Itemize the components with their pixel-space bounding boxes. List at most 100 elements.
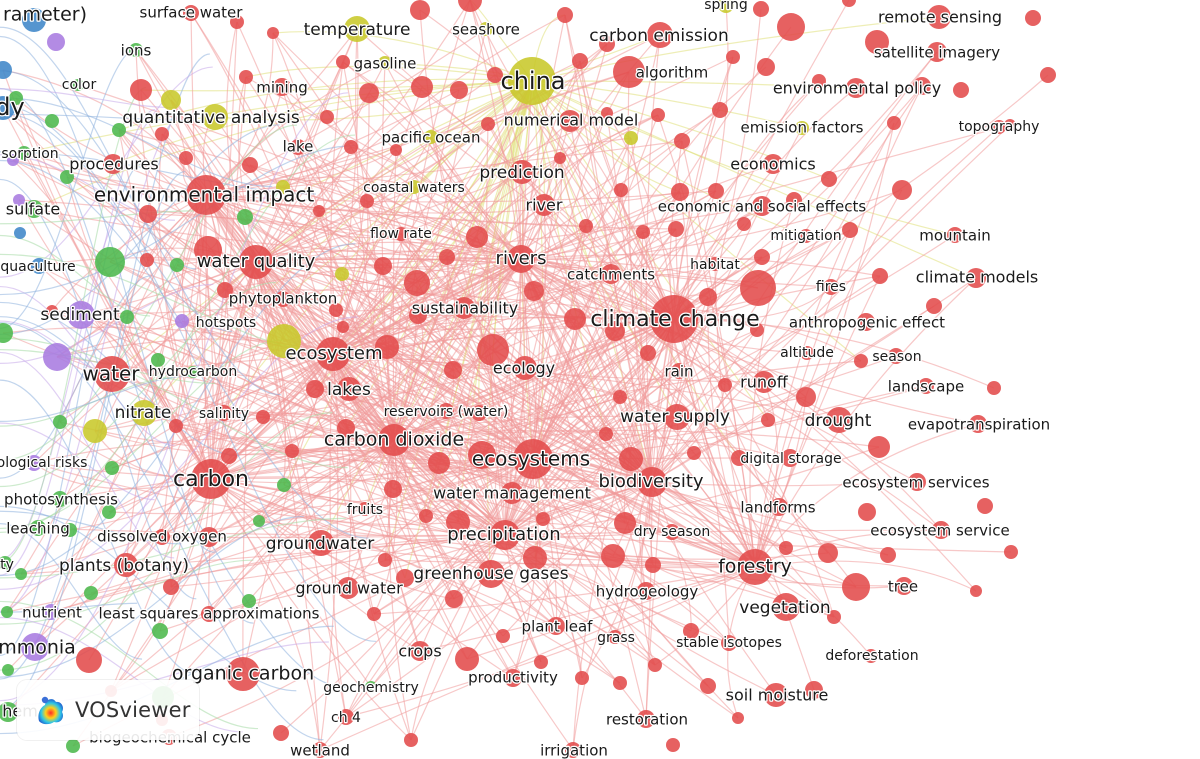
keyword-label[interactable]: coastal waters <box>362 179 466 198</box>
node-deforestation[interactable] <box>864 649 878 663</box>
node-hotspots[interactable] <box>175 314 189 328</box>
node[interactable] <box>674 133 690 149</box>
node[interactable] <box>419 509 433 523</box>
keyword-label[interactable]: landforms <box>739 497 817 518</box>
keyword-label[interactable]: grass <box>596 629 636 648</box>
node-prediction[interactable] <box>510 160 534 184</box>
node[interactable] <box>404 733 418 747</box>
node[interactable] <box>700 678 716 694</box>
node[interactable] <box>732 712 744 724</box>
keyword-label[interactable]: sorption <box>0 145 60 164</box>
node[interactable] <box>450 81 468 99</box>
node-china[interactable] <box>508 57 556 105</box>
node[interactable] <box>712 102 728 118</box>
node[interactable] <box>46 305 58 317</box>
node-nitrate[interactable] <box>131 400 157 426</box>
keyword-label[interactable]: crops <box>397 640 443 662</box>
keyword-label[interactable]: mining <box>255 77 309 98</box>
node-hydrogeology[interactable] <box>637 582 655 600</box>
node-runoff[interactable] <box>753 371 775 393</box>
node-plants-botany[interactable] <box>114 553 138 577</box>
keyword-label[interactable]: photosynthesis <box>3 489 120 510</box>
node-sorption[interactable] <box>17 146 31 160</box>
node[interactable] <box>445 590 463 608</box>
node[interactable] <box>242 157 258 173</box>
node[interactable] <box>477 334 509 366</box>
node-ground-water[interactable] <box>337 577 359 599</box>
node-ecosystems[interactable] <box>513 439 553 479</box>
keyword-label[interactable]: hotspots <box>195 314 258 333</box>
keyword-label[interactable]: carbon <box>172 466 251 494</box>
keyword-label[interactable]: dissolved oxygen <box>96 526 228 547</box>
node[interactable] <box>818 543 838 563</box>
node-surface-water[interactable] <box>183 5 199 21</box>
node[interactable] <box>344 140 358 154</box>
node-phytoplankton[interactable] <box>275 291 291 307</box>
keyword-label[interactable]: biodiversity <box>597 470 705 494</box>
node[interactable] <box>987 381 1001 395</box>
keyword-label[interactable]: flow rate <box>369 225 433 244</box>
node[interactable] <box>105 461 119 475</box>
keyword-label[interactable]: fires <box>815 278 848 297</box>
keyword-label[interactable]: algorithm <box>635 62 710 83</box>
node[interactable] <box>496 629 510 643</box>
keyword-label[interactable]: catchments <box>566 264 657 285</box>
node[interactable] <box>534 655 548 669</box>
node[interactable] <box>378 553 392 567</box>
node-ch-4[interactable] <box>338 709 354 725</box>
keyword-label[interactable]: water quality <box>195 250 316 274</box>
keyword-label[interactable]: landscape <box>887 376 966 397</box>
node-hydrocarbon[interactable] <box>187 366 199 378</box>
node[interactable] <box>481 117 495 131</box>
keyword-label[interactable]: salinity <box>198 405 251 424</box>
node[interactable] <box>557 7 573 23</box>
keyword-label[interactable]: surface water <box>138 2 244 23</box>
keyword-label[interactable]: quaculture <box>0 258 77 277</box>
keyword-label[interactable]: fruits <box>346 501 385 520</box>
node[interactable] <box>313 205 325 217</box>
node[interactable] <box>599 427 613 441</box>
node-fires[interactable] <box>823 279 839 295</box>
node-restoration[interactable] <box>637 710 655 728</box>
node-lakes[interactable] <box>337 377 361 401</box>
node[interactable] <box>409 306 427 324</box>
node[interactable] <box>757 58 775 76</box>
node-ecosystem-service[interactable] <box>932 521 950 539</box>
node[interactable] <box>277 478 291 492</box>
node[interactable] <box>199 527 219 547</box>
node[interactable] <box>151 353 165 367</box>
keyword-label[interactable]: remote sensing <box>877 6 1004 28</box>
node[interactable] <box>827 610 841 624</box>
node-spring[interactable] <box>718 0 734 13</box>
node[interactable] <box>865 30 889 54</box>
node[interactable] <box>858 503 876 521</box>
node-altitude[interactable] <box>800 346 814 360</box>
node[interactable] <box>410 0 430 20</box>
node[interactable] <box>179 151 193 165</box>
keyword-label[interactable]: drought <box>803 410 873 433</box>
node-topography[interactable] <box>992 120 1006 134</box>
node-water-management[interactable] <box>501 482 523 504</box>
keyword-label[interactable]: wetland <box>289 740 351 759</box>
node[interactable] <box>276 180 290 194</box>
node[interactable] <box>487 67 503 83</box>
node[interactable] <box>779 541 793 555</box>
keyword-label[interactable]: rivers <box>494 247 547 271</box>
node-dry-season[interactable] <box>664 524 680 540</box>
node[interactable] <box>564 308 586 330</box>
node-numerical-model[interactable] <box>559 110 581 132</box>
keyword-label[interactable]: mountain <box>918 225 992 246</box>
node[interactable] <box>926 298 942 314</box>
node[interactable] <box>524 281 544 301</box>
node-ological-risks[interactable] <box>26 455 42 471</box>
node[interactable] <box>614 512 636 534</box>
node[interactable] <box>102 505 116 519</box>
node[interactable] <box>613 390 627 404</box>
keyword-label[interactable]: soil moisture <box>724 684 829 706</box>
node[interactable] <box>152 623 168 639</box>
node-photosynthesis[interactable] <box>52 491 68 507</box>
node[interactable] <box>273 725 289 741</box>
node[interactable] <box>15 568 27 580</box>
node-procedures[interactable] <box>103 154 123 174</box>
node-fruits[interactable] <box>358 502 372 516</box>
